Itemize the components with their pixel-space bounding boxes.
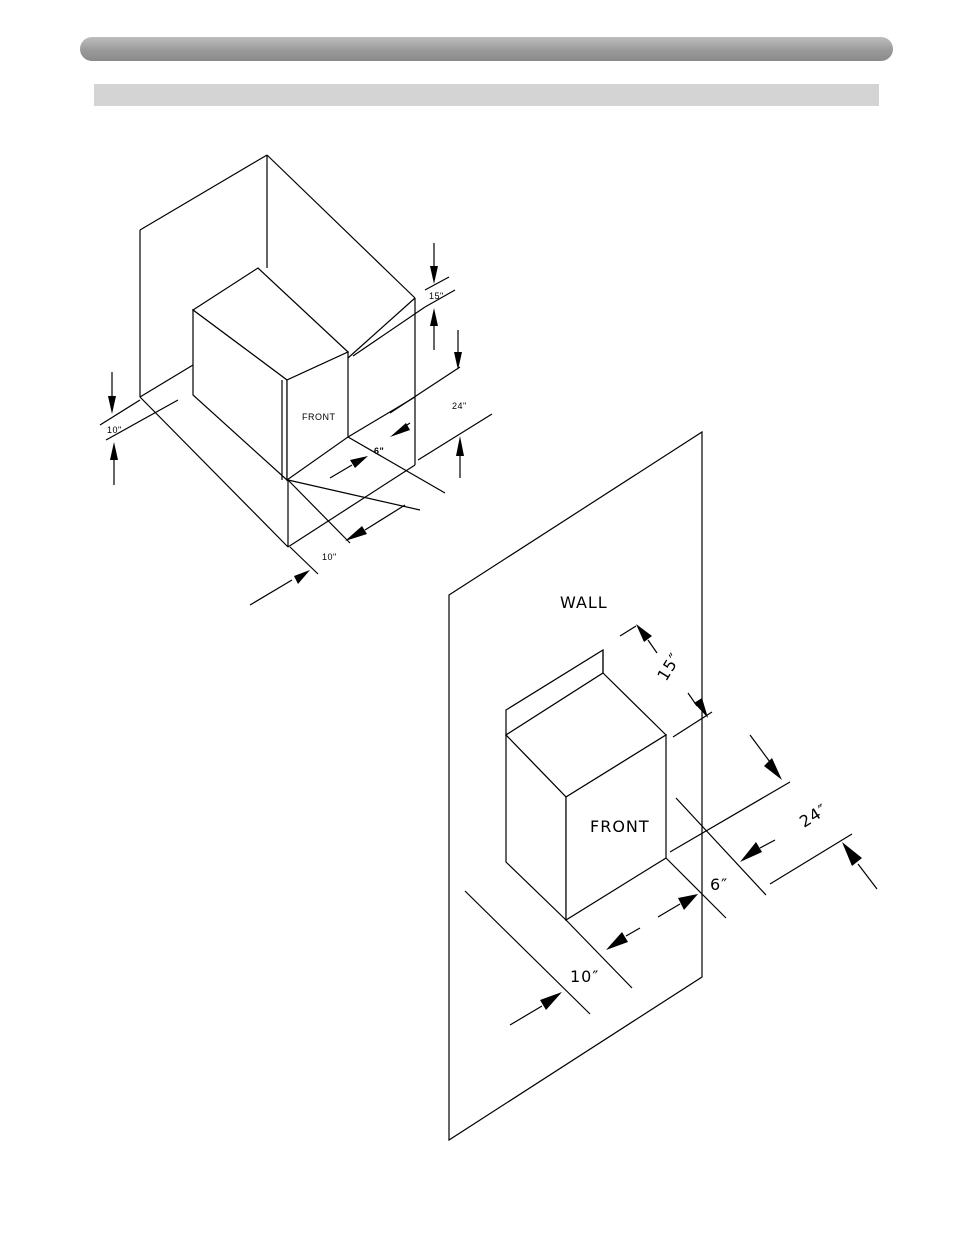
lower-heater-box <box>506 650 666 920</box>
lower-dim-bottom <box>465 891 640 1025</box>
lower-dim-top-label: 15″ <box>653 649 685 684</box>
lower-dim-side-label: 24″ <box>796 800 831 832</box>
upper-dim-side-gap-label: 6" <box>374 446 384 456</box>
upper-dim-left-label: 10" <box>107 425 122 435</box>
upper-dim-side-label: 24" <box>452 401 467 411</box>
lower-dim-side-gap-label: 6″ <box>710 875 728 894</box>
upper-dim-side <box>390 330 492 478</box>
lower-front-label: FRONT <box>590 817 650 836</box>
upper-front-label: FRONT <box>302 412 336 422</box>
upper-dim-top-label: 15" <box>429 291 444 301</box>
lower-dim-side <box>670 735 877 895</box>
upper-dim-bottom-label: 10" <box>322 552 337 562</box>
lower-clearance-diagram: WALL FRONT 15″ <box>449 432 877 1140</box>
upper-heater-box <box>193 268 348 480</box>
lower-dim-bottom-label: 10″ <box>570 967 599 986</box>
upper-dim-bottom <box>250 480 405 605</box>
wall-label: WALL <box>560 593 608 612</box>
upper-clearance-diagram: FRONT 15" 24" <box>100 155 492 605</box>
